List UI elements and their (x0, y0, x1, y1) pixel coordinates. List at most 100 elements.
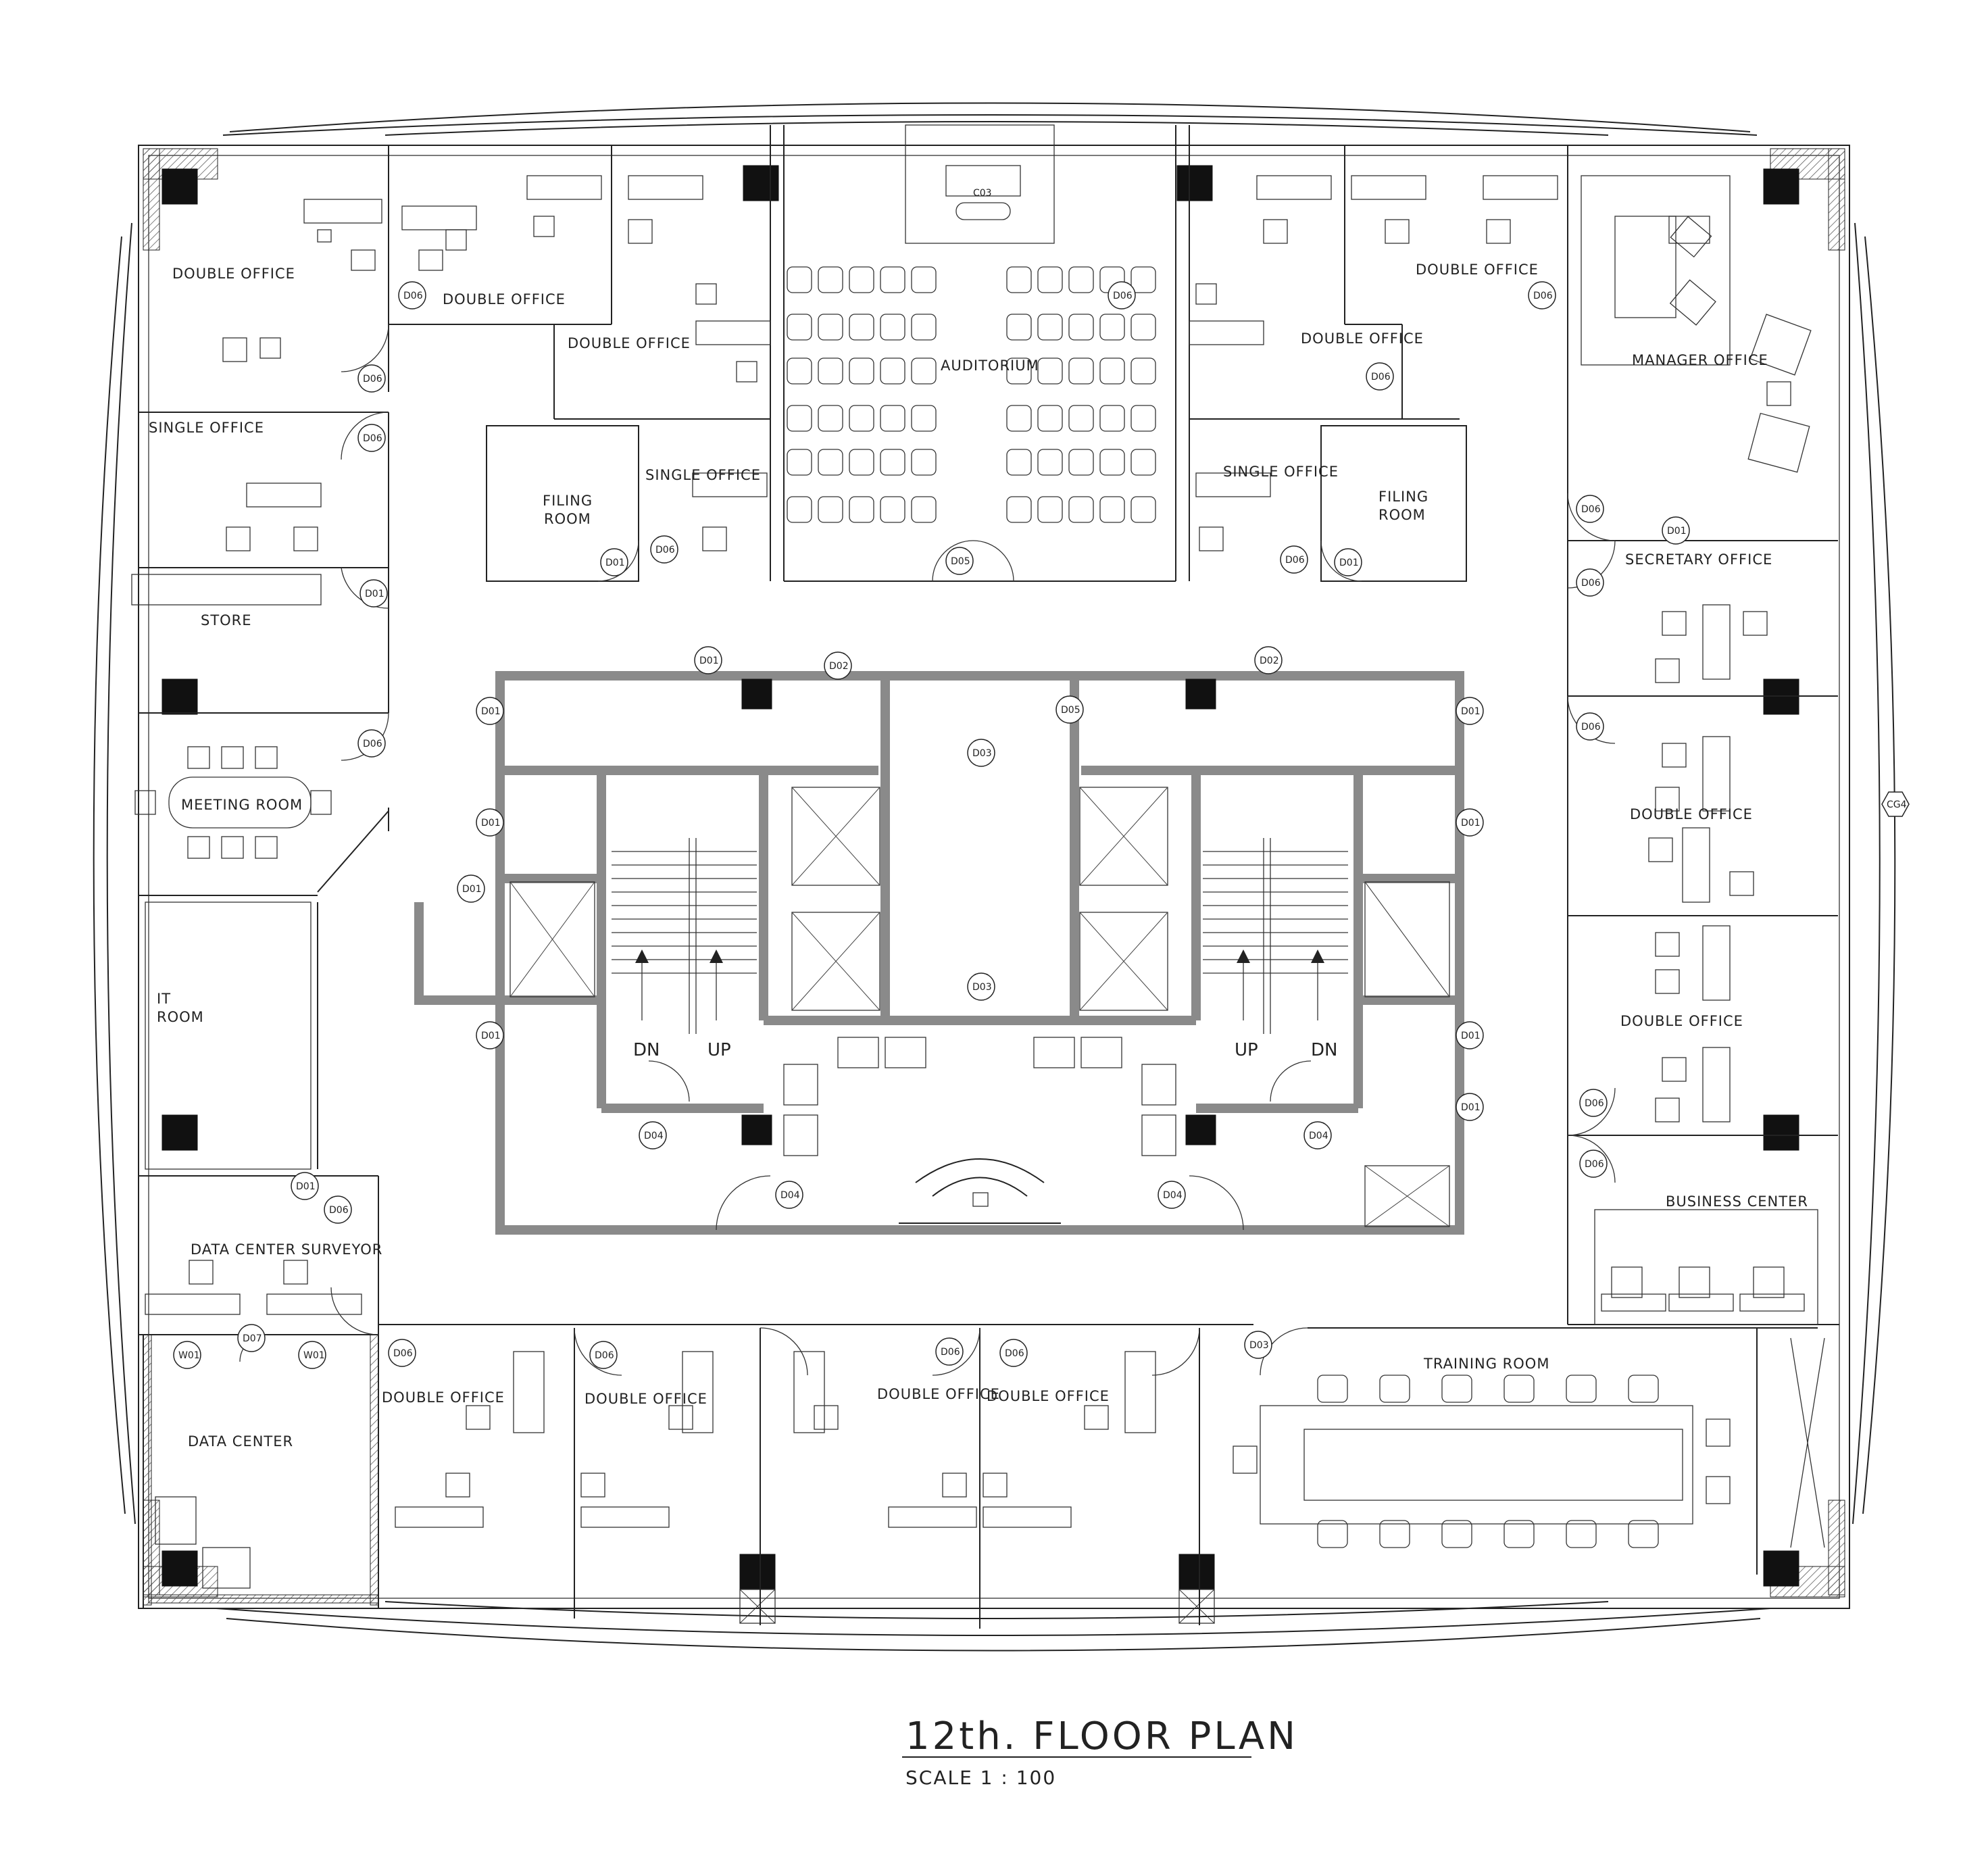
door-tag-circle (1576, 568, 1604, 597)
door-tag-circle (600, 548, 628, 576)
door-tag-circle (1055, 695, 1084, 724)
stairs-east (1203, 838, 1348, 1034)
door-tag-circle (457, 874, 485, 903)
training-chair (1379, 1520, 1410, 1548)
auditorium-seat (1006, 357, 1032, 385)
door-tag-d01: D01 (462, 884, 482, 895)
training-chair (1504, 1375, 1535, 1403)
door-tag-circle (650, 535, 678, 564)
training-chair (1379, 1375, 1410, 1403)
door-tag-circle (639, 1121, 667, 1150)
auditorium-seat (849, 357, 874, 385)
stairs-west (612, 838, 757, 1034)
training-chair (1441, 1520, 1472, 1548)
room-label-meeting-room: MEETING ROOM (181, 797, 303, 813)
room-label-double-office-ne2: DOUBLE OFFICE (1416, 262, 1539, 278)
door-tag-circle (1158, 1181, 1186, 1209)
door-tag-d06: D06 (1285, 555, 1305, 566)
training-chair (1441, 1375, 1472, 1403)
auditorium-seat (1037, 266, 1063, 293)
door-tag-d01: D01 (1339, 558, 1359, 568)
auditorium-seat (787, 496, 812, 523)
door-tag-circle (1254, 646, 1283, 674)
auditorium-seat (911, 496, 937, 523)
room-label-data-center: DATA CENTER (188, 1433, 293, 1450)
door-tag-d02: D02 (1260, 656, 1279, 666)
stair-label-dn-west: DN (633, 1040, 660, 1060)
title-block: 12th. FLOOR PLAN SCALE 1 : 100 (902, 1714, 1298, 1789)
auditorium-seat (911, 357, 937, 385)
training-room-chairs (1317, 1375, 1659, 1548)
stair-direction-labels: DN UP UP DN (633, 1040, 1337, 1060)
auditorium-seat (1006, 314, 1032, 341)
door-tag-circle (1456, 1093, 1484, 1121)
auditorium-seat (1037, 405, 1063, 432)
auditorium-seat (1068, 405, 1094, 432)
door-tag-d06: D06 (363, 374, 382, 385)
auditorium-seat (880, 314, 905, 341)
room-label-business-center: BUSINESS CENTER (1666, 1193, 1808, 1210)
auditorium-seat (1037, 357, 1063, 385)
door-tag-d07: D07 (243, 1333, 262, 1344)
auditorium-seat (818, 405, 843, 432)
door-tag-d06: D06 (941, 1347, 960, 1358)
door-tag-circle (359, 579, 388, 608)
training-chair (1628, 1520, 1659, 1548)
door-tag-d03: D03 (972, 748, 992, 759)
door-tag-d01: D01 (605, 558, 625, 568)
auditorium-seat (1130, 449, 1156, 476)
av-desk-tag: C03 (973, 188, 992, 199)
room-label-single-office-w: SINGLE OFFICE (149, 420, 264, 436)
room-label-data-center-surveyor: DATA CENTER SURVEYOR (191, 1241, 382, 1258)
door-tag-d01: D01 (1461, 818, 1481, 829)
door-tag-d05: D05 (951, 556, 970, 567)
room-label-store: STORE (201, 612, 252, 628)
auditorium-seat (849, 314, 874, 341)
auditorium-seat (880, 266, 905, 293)
auditorium-seat (1099, 314, 1125, 341)
door-tag-circle (1579, 1150, 1608, 1178)
auditorium-seat (1068, 357, 1094, 385)
door-tag-d01: D01 (481, 1031, 501, 1041)
room-label-training-room: TRAINING ROOM (1423, 1356, 1549, 1372)
central-core (414, 671, 1464, 1235)
stair-label-dn-east: DN (1311, 1040, 1337, 1060)
room-label-secretary-office: SECRETARY OFFICE (1625, 551, 1772, 568)
door-tag-d04: D04 (780, 1190, 800, 1201)
training-chair (1566, 1520, 1597, 1548)
door-tag-d01: D01 (1667, 526, 1687, 537)
auditorium-seat (1099, 357, 1125, 385)
drawing-title: 12th. FLOOR PLAN (905, 1714, 1298, 1758)
auditorium-seating (787, 266, 1156, 523)
door-tag-d06: D06 (1113, 291, 1133, 301)
auditorium-seat (1068, 496, 1094, 523)
door-tag-d06: D06 (1581, 722, 1601, 733)
auditorium-seat (880, 496, 905, 523)
auditorium-seat (911, 405, 937, 432)
room-label-double-office-ne1: DOUBLE OFFICE (1301, 330, 1424, 347)
door-tag-circle (1334, 548, 1362, 576)
building-envelope (93, 102, 1896, 1652)
room-label-double-office-n2: DOUBLE OFFICE (568, 335, 691, 351)
room-label-double-office-e2: DOUBLE OFFICE (1620, 1013, 1743, 1029)
auditorium-seat (849, 266, 874, 293)
door-tag-circle (357, 729, 386, 758)
door-tag-d06: D06 (1585, 1159, 1604, 1170)
door-tag-circle (1456, 808, 1484, 837)
door-tag-w01: W01 (303, 1350, 325, 1361)
auditorium-seat (1130, 266, 1156, 293)
door-tag-circle (388, 1339, 416, 1367)
door-tag-circle (945, 547, 974, 575)
auditorium-seat (880, 405, 905, 432)
stair-label-up-west: UP (707, 1040, 731, 1060)
training-chair (1504, 1520, 1535, 1548)
door-tag-circle (357, 364, 386, 393)
auditorium-seat (849, 449, 874, 476)
door-tag-circle (935, 1337, 964, 1366)
door-tag-d06: D06 (1005, 1348, 1024, 1359)
auditorium-seat (1099, 449, 1125, 476)
room-label-double-office-n1: DOUBLE OFFICE (443, 291, 566, 307)
